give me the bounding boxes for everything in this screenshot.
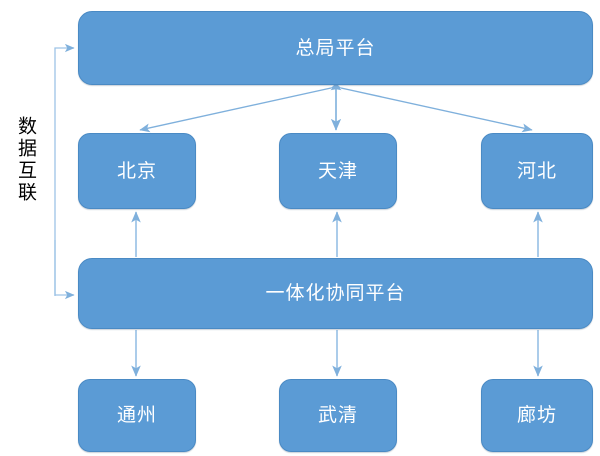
node-city-tongzhou-label: 通州	[116, 404, 157, 426]
edge-top-to-beijing	[139, 81, 342, 133]
node-integration-platform-label: 一体化协同平台	[265, 282, 406, 304]
node-city-langfang[interactable]: 廊坊	[481, 379, 593, 452]
edge-top-to-hebei	[330, 81, 533, 133]
node-region-beijing-label: 北京	[116, 159, 157, 182]
edge-bus-to-integration-platform	[54, 240, 75, 300]
node-region-beijing[interactable]: 北京	[78, 133, 196, 209]
node-city-tongzhou[interactable]: 通州	[78, 379, 196, 452]
node-region-hebei-label: 河北	[516, 159, 557, 182]
edge-bus-to-top-platform	[54, 43, 75, 296]
node-region-tianjin[interactable]: 天津	[279, 133, 397, 209]
node-region-hebei[interactable]: 河北	[481, 133, 593, 209]
node-integration-platform[interactable]: 一体化协同平台	[78, 258, 593, 329]
side-label-data-interconnect: 数据互联	[15, 116, 37, 204]
node-city-wuqing[interactable]: 武清	[279, 379, 397, 452]
node-city-wuqing-label: 武清	[317, 404, 358, 426]
node-top-platform[interactable]: 总局平台	[78, 11, 593, 85]
node-top-platform-label: 总局平台	[295, 36, 376, 59]
node-region-tianjin-label: 天津	[317, 159, 358, 182]
node-city-langfang-label: 廊坊	[516, 404, 557, 426]
